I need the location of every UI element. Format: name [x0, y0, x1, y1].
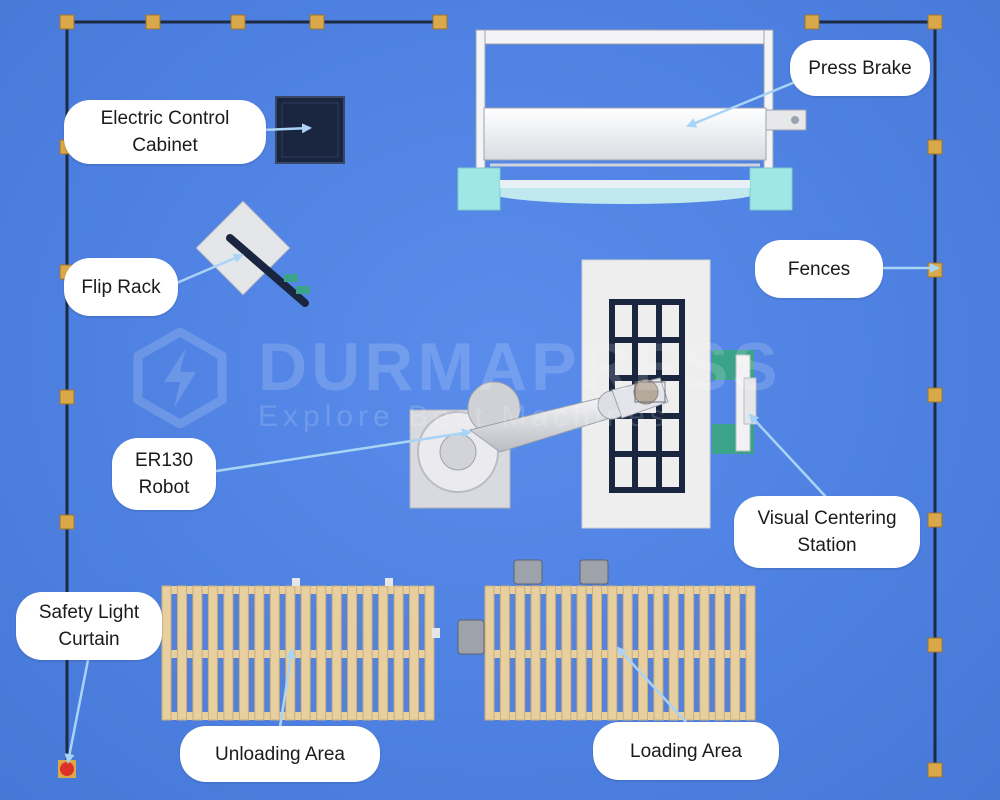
pallet-slat: [177, 585, 187, 721]
callout-arrows: [64, 78, 940, 764]
pallet-slat: [192, 585, 203, 721]
callout-visual-centering-station: Visual Centering Station: [734, 496, 920, 568]
pallet-slat: [269, 585, 280, 721]
callout-er130-robot: ER130 Robot: [112, 438, 216, 510]
pallet-slat: [161, 585, 172, 721]
pallet-slat: [699, 585, 710, 721]
callout-text: Loading Area: [630, 740, 742, 762]
fence-post: [309, 14, 325, 30]
fence-post: [927, 512, 943, 528]
loading-area-pallet: [457, 559, 756, 721]
pallet-slat: [730, 585, 741, 721]
callout-text-line1: Safety Light: [38, 602, 140, 623]
pallet-slat: [223, 585, 234, 721]
arrow-safety-light: [64, 659, 90, 764]
fence-post: [927, 762, 943, 778]
fence-post: [145, 14, 161, 30]
callout-electric-control-cabinet: Electric Control Cabinet: [64, 100, 266, 164]
fence-post: [59, 14, 75, 30]
arrow-flip-rack: [171, 253, 244, 287]
pallet-slat: [515, 585, 526, 721]
callout-text-line2: Cabinet: [132, 135, 198, 156]
callout-text-line1: Electric Control: [100, 108, 230, 129]
arrow-press-brake: [686, 78, 801, 128]
callout-text: Fences: [787, 258, 851, 280]
safety-light-curtain-unit: [58, 760, 76, 778]
arrow-visual-centering: [748, 413, 827, 498]
pallet-slat: [347, 585, 358, 721]
pallet-slat: [331, 585, 342, 721]
pallet-slat: [393, 585, 404, 721]
pallet-slat: [300, 585, 311, 721]
er130-robot: [409, 377, 669, 509]
pallet-slat: [607, 585, 618, 721]
callout-text-line1: ER130: [134, 450, 194, 471]
arrow-unloading-area: [278, 648, 296, 728]
callout-text: Flip Rack: [81, 276, 161, 298]
pallet-sensors: [457, 559, 609, 655]
pallet-slat: [576, 585, 587, 721]
fence-post: [230, 14, 246, 30]
callout-text: Press Brake: [808, 57, 912, 79]
callout-text-line1: Visual Centering: [757, 508, 897, 529]
arrow-electric-cabinet: [261, 123, 312, 134]
fence-post: [927, 262, 943, 278]
pallet-slat: [745, 585, 756, 721]
pallet-slat: [499, 585, 510, 721]
callout-press-brake: Press Brake: [790, 40, 930, 96]
pallet-slat: [316, 585, 327, 721]
unloading-area-pallet: [161, 578, 440, 721]
callout-flip-rack: Flip Rack: [64, 258, 178, 316]
pallet-slat: [254, 585, 265, 721]
pallet-slat: [684, 585, 695, 721]
pallet-slat: [592, 585, 602, 721]
pallet-slat: [238, 585, 249, 721]
callout-loading-area: Loading Area: [593, 722, 779, 780]
callout-text-line2: Station: [797, 535, 857, 556]
callout-fences: Fences: [755, 240, 883, 298]
pallet-slat: [714, 585, 725, 721]
flip-rack: [195, 200, 310, 307]
fence-post: [927, 139, 943, 155]
callout-text-line2: Robot: [138, 477, 190, 498]
fence-post: [804, 14, 820, 30]
arrow-robot: [209, 428, 472, 474]
pallet-slat: [424, 585, 435, 721]
pallet-slat: [561, 585, 572, 721]
pallet-slat: [668, 585, 679, 721]
pallet-slat: [622, 585, 633, 721]
pallet-slat: [638, 585, 648, 721]
callout-unloading-area: Unloading Area: [180, 726, 380, 782]
pallet-slat: [362, 585, 373, 721]
pallet-slat: [409, 585, 419, 721]
fence-post: [59, 389, 75, 405]
fence-post: [927, 14, 943, 30]
pallet-slat: [545, 585, 556, 721]
pallet-slat: [530, 585, 541, 721]
press-brake-machine: [457, 29, 807, 211]
fence-post: [927, 387, 943, 403]
fence-post: [59, 514, 75, 530]
fence-post: [927, 637, 943, 653]
callout-text-line2: Curtain: [58, 629, 120, 650]
fence-post: [432, 14, 448, 30]
callout-safety-light-curtain: Safety Light Curtain: [16, 592, 162, 660]
arrow-loading-area: [616, 646, 687, 723]
pallet-slat: [653, 585, 664, 721]
pallet-slat: [484, 585, 495, 721]
pallet-slat: [378, 585, 389, 721]
callout-text: Unloading Area: [215, 743, 345, 765]
pallet-slat: [207, 585, 218, 721]
